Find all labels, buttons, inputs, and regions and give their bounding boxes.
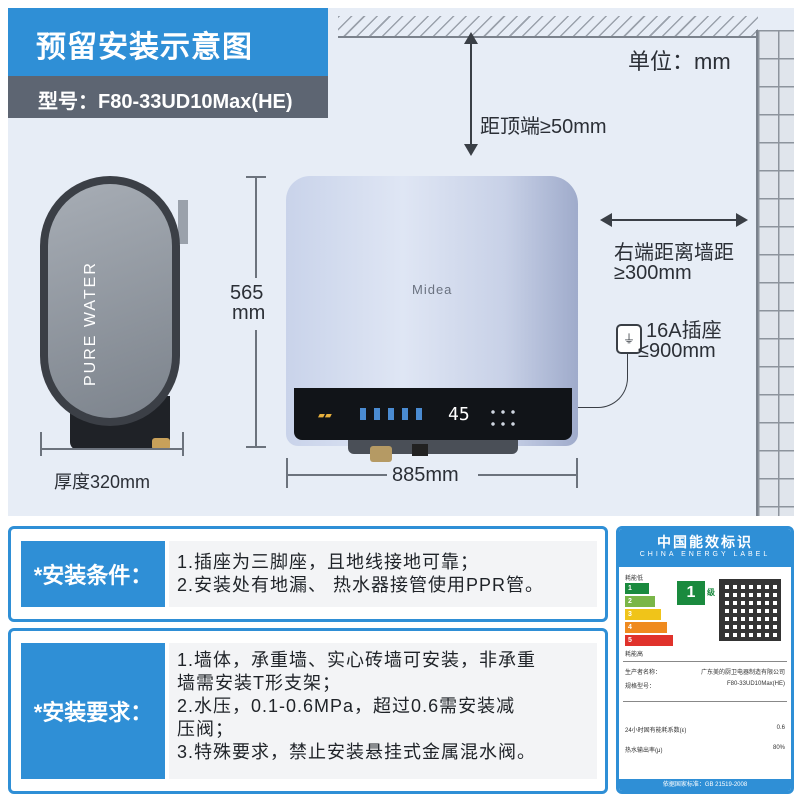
socket-icon: ⏚ (616, 324, 642, 354)
depth-tick-left (40, 432, 42, 456)
height-tick-bottom (246, 446, 266, 448)
arrow-up-icon (464, 32, 478, 44)
side-text: PURE WATER (82, 261, 99, 386)
requirements-body: 1.墙体，承重墙、实心砖墙可安装，非承重 墙需安装T形支架； 2.水压，0.1-… (169, 643, 597, 779)
energy-grade-suffix: 级 (707, 588, 715, 597)
unit-label: 单位：mm (628, 49, 731, 74)
height-line-lower (255, 330, 257, 446)
depth-line (41, 448, 183, 450)
model-number: 型号：F80-33UD10Max(HE) (38, 91, 293, 113)
installation-conditions: *安装条件： 1.插座为三脚座，且地线接地可靠； 2.安装处有地漏、 热水器接管… (8, 526, 608, 622)
conditions-body: 1.插座为三脚座，且地线接地可靠； 2.安装处有地漏、 热水器接管使用PPR管。 (169, 541, 597, 607)
energy-label-header: 中国能效标识 CHINA ENERGY LABEL (619, 529, 791, 567)
side-pipe (152, 438, 170, 450)
arrow-down-icon (464, 144, 478, 156)
energy-manufacturer-row: 生产者名称： 广东美的厨卫电器制造有限公司 (625, 667, 785, 676)
energy-label-footer: 依据国家标准：GB 21519-2008 (619, 779, 791, 791)
energy-coef-row: 24小时固有能耗系数(ε) 0.6 (625, 725, 785, 734)
top-clearance-arrow (470, 42, 472, 146)
energy-grade-number: 1 (628, 585, 632, 592)
width-line-left (287, 474, 387, 476)
conditions-label: *安装条件： (21, 541, 165, 607)
energy-efficiency-row: 热水输出率(μ) 80% (625, 745, 785, 754)
socket-height-value: ≤900mm (638, 340, 716, 362)
energy-divider (623, 701, 787, 702)
brick-wall (756, 30, 794, 516)
installation-diagram: 预留安装示意图 型号：F80-33UD10Max(HE) 单位：mm 距顶端≥5… (8, 8, 794, 516)
energy-manufacturer: 广东美的厨卫电器制造有限公司 (700, 670, 785, 676)
energy-efficiency-value: 80% (772, 745, 785, 751)
energy-high-label: 耗能高 (625, 652, 644, 658)
energy-label-title: 中国能效标识 (657, 534, 753, 550)
energy-grade-bar: 4 (625, 622, 667, 633)
energy-grade-number: 2 (628, 598, 632, 605)
requirements-line: 压阀； (177, 719, 234, 739)
requirements-label: *安装要求： (21, 643, 165, 779)
height-line-upper (255, 176, 257, 278)
requirements-line: 1.墙体，承重墙、实心砖墙可安装，非承重 (177, 650, 537, 670)
ceiling-hatch (338, 16, 758, 38)
panel-buttons-icon (488, 406, 518, 430)
requirements-line: 2.水压，0.1-0.6MPa，超过0.6需安装减 (177, 696, 516, 716)
wall-bracket (178, 200, 188, 244)
energy-grade-number: 4 (628, 624, 632, 631)
energy-grade-bar: 1 (625, 583, 649, 594)
control-panel (294, 388, 572, 440)
energy-grade-bar: 2 (625, 596, 655, 607)
energy-grade-indicator: 1 (677, 581, 705, 605)
installation-requirements: *安装要求： 1.墙体，承重墙、实心砖墙可安装，非承重 墙需安装T形支架； 2.… (8, 628, 608, 794)
side-view: PURE WATER (40, 176, 190, 456)
depth-label: 厚度320mm (54, 472, 151, 492)
width-label: 885mm (392, 464, 459, 486)
inlet-pipe (370, 446, 392, 462)
width-tick-right (576, 458, 578, 488)
title-bar: 预留安装示意图 (8, 8, 328, 76)
panel-temperature: 45 (448, 404, 470, 425)
right-clearance-value: ≥300mm (614, 262, 692, 284)
width-tick-left (286, 458, 288, 488)
energy-divider (623, 661, 787, 662)
width-line-right (478, 474, 576, 476)
depth-tick-right (182, 432, 184, 456)
energy-model-row: 规格型号： F80-33UD10Max(HE) (625, 681, 785, 690)
energy-model-label: 规格型号： (625, 684, 656, 690)
panel-badge-icon: ▰▰ (318, 410, 332, 420)
height-unit: mm (232, 302, 266, 324)
energy-efficiency-label: 热水输出率(μ) (625, 748, 663, 754)
energy-grade-bar: 3 (625, 609, 661, 620)
outlet-pipe (412, 444, 428, 456)
right-clearance-arrow (610, 219, 738, 221)
power-cable (528, 348, 628, 408)
arrow-left-icon (600, 213, 612, 227)
socket-label: 16A插座 (646, 320, 722, 342)
energy-grade-number: 5 (628, 637, 632, 644)
qr-code-icon (719, 579, 781, 641)
right-clearance-label: 右端距离墙距 (614, 242, 734, 264)
energy-manufacturer-label: 生产者名称： (625, 670, 662, 676)
brand-logo: Midea (412, 282, 453, 297)
conditions-line: 1.插座为三脚座，且地线接地可靠； (177, 552, 480, 572)
page-title: 预留安装示意图 (36, 31, 253, 64)
energy-label-subtitle: CHINA ENERGY LABEL (639, 551, 771, 558)
energy-label: 中国能效标识 CHINA ENERGY LABEL 耗能低 1 2 3 4 5 … (616, 526, 794, 794)
energy-coef-label: 24小时固有能耗系数(ε) (625, 728, 687, 734)
requirements-line: 3.特殊要求，禁止安装悬挂式金属混水阀。 (177, 742, 537, 762)
energy-low-label: 耗能低 (625, 576, 644, 582)
top-clearance-label: 距顶端≥50mm (480, 116, 607, 138)
energy-grade-bar: 5 (625, 635, 673, 646)
requirements-line: 墙需安装T形支架； (177, 673, 341, 693)
arrow-right-icon (736, 213, 748, 227)
energy-model: F80-33UD10Max(HE) (726, 681, 785, 687)
energy-coef-value: 0.6 (776, 725, 785, 731)
energy-grade-number: 3 (628, 611, 632, 618)
model-bar: 型号：F80-33UD10Max(HE) (8, 76, 328, 118)
side-face (48, 184, 172, 418)
panel-status-icons (360, 408, 430, 420)
conditions-line: 2.安装处有地漏、 热水器接管使用PPR管。 (177, 575, 545, 595)
height-value: 565 (230, 282, 264, 304)
